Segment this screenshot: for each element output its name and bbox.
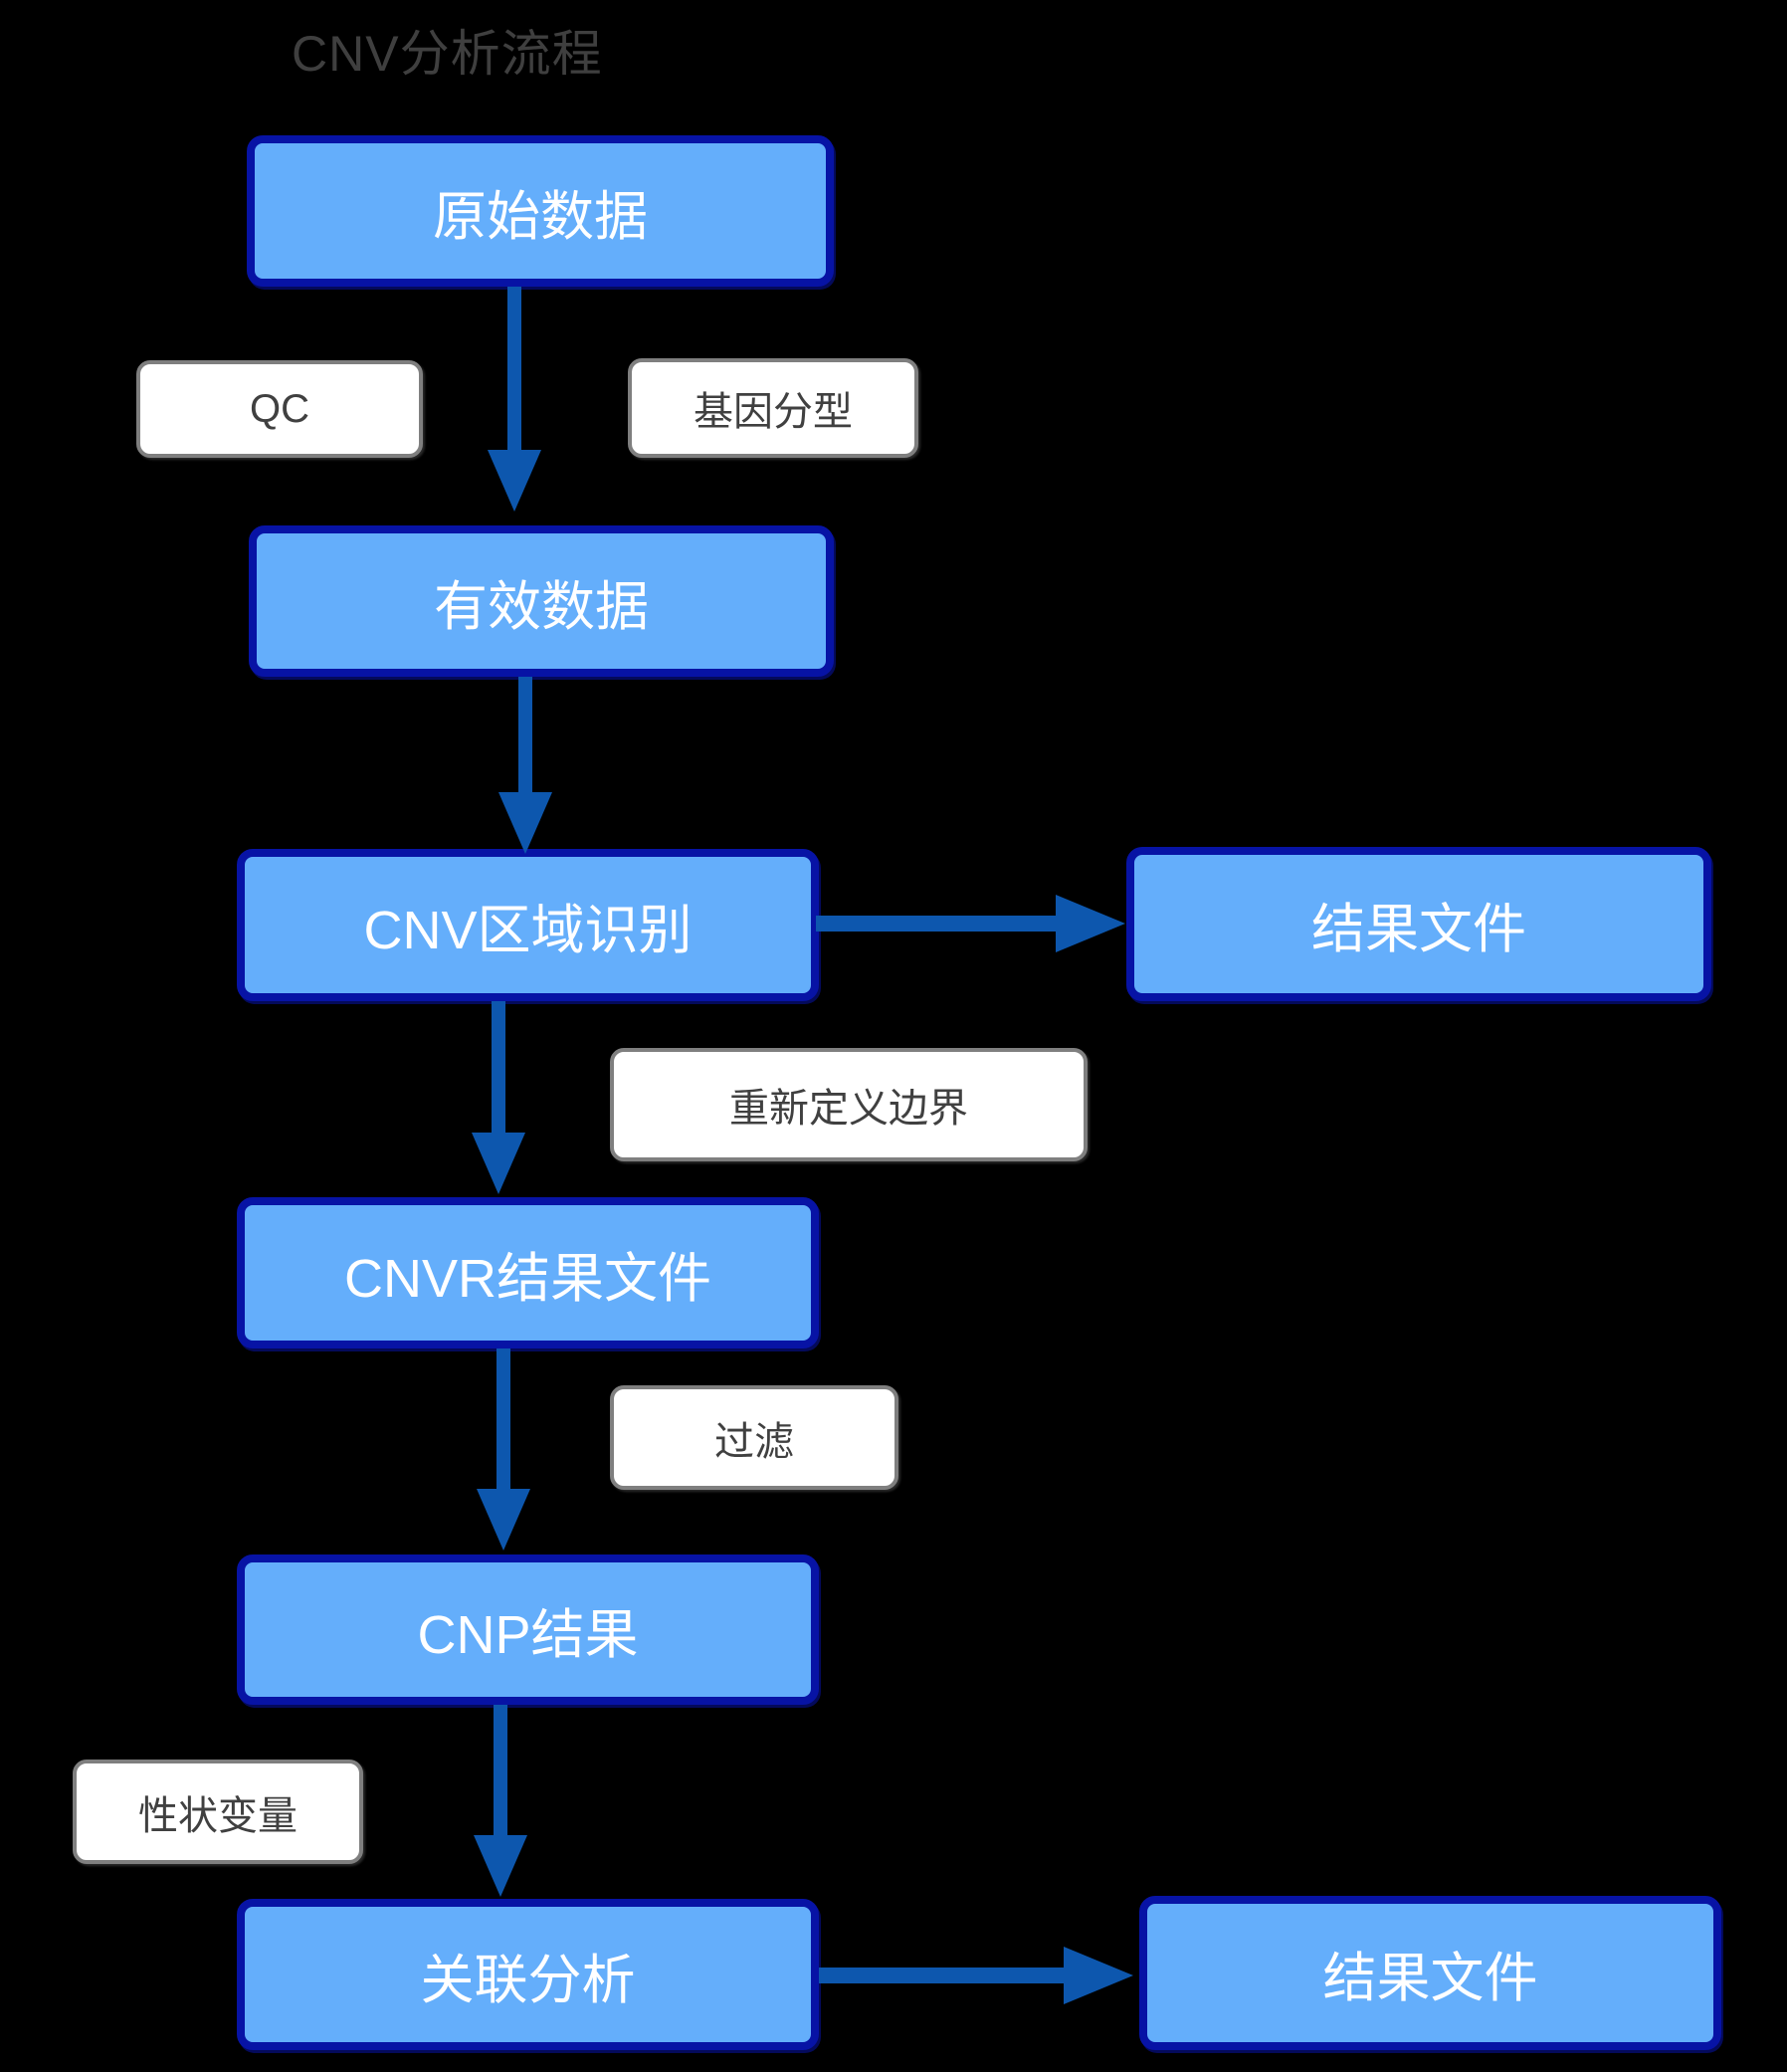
process-label-genotyping: 基因分型 — [628, 358, 918, 458]
arrow-shaft — [819, 1968, 1066, 1983]
arrowhead-right-icon — [1056, 895, 1125, 952]
flow-node-cnp-result: CNP结果 — [237, 1554, 819, 1705]
arrow-valid-to-cnv-region — [498, 677, 552, 856]
arrowhead-down-icon — [498, 792, 552, 854]
arrow-shaft — [492, 1001, 505, 1135]
arrowhead-right-icon — [1064, 1947, 1133, 2004]
process-label-redefine-boundary: 重新定义边界 — [610, 1048, 1088, 1161]
flow-node-result-file-top: 结果文件 — [1126, 847, 1711, 1001]
arrow-shaft — [494, 1705, 507, 1837]
flow-node-cnv-region: CNV区域识别 — [237, 849, 819, 1001]
flow-node-result-file-bottom: 结果文件 — [1139, 1896, 1721, 2050]
flow-node-association: 关联分析 — [237, 1899, 819, 2050]
arrow-cnvr-to-cnp — [477, 1348, 530, 1553]
arrowhead-down-icon — [472, 1133, 525, 1194]
arrowhead-down-icon — [474, 1835, 527, 1897]
flow-node-valid-data: 有效数据 — [249, 525, 834, 677]
diagram-title: CNV分析流程 — [292, 26, 603, 82]
arrow-cnp-to-association — [474, 1705, 527, 1898]
arrow-cnv-region-to-result-file — [816, 895, 1126, 952]
arrowhead-down-icon — [477, 1489, 530, 1551]
arrow-shaft — [816, 916, 1058, 932]
arrow-shaft — [518, 677, 532, 796]
arrow-shaft — [496, 1348, 510, 1491]
arrowhead-down-icon — [488, 450, 541, 512]
arrow-shaft — [507, 287, 521, 454]
process-label-trait-variable: 性状变量 — [73, 1760, 363, 1864]
arrow-cnv-region-to-cnvr — [472, 1001, 525, 1196]
process-label-filter: 过滤 — [610, 1385, 898, 1490]
process-label-qc: QC — [136, 360, 423, 458]
flow-node-raw-data: 原始数据 — [247, 135, 834, 287]
arrow-association-to-result-file — [819, 1947, 1135, 2004]
arrow-raw-to-valid — [488, 287, 541, 518]
flow-node-cnvr-result: CNVR结果文件 — [237, 1197, 819, 1348]
